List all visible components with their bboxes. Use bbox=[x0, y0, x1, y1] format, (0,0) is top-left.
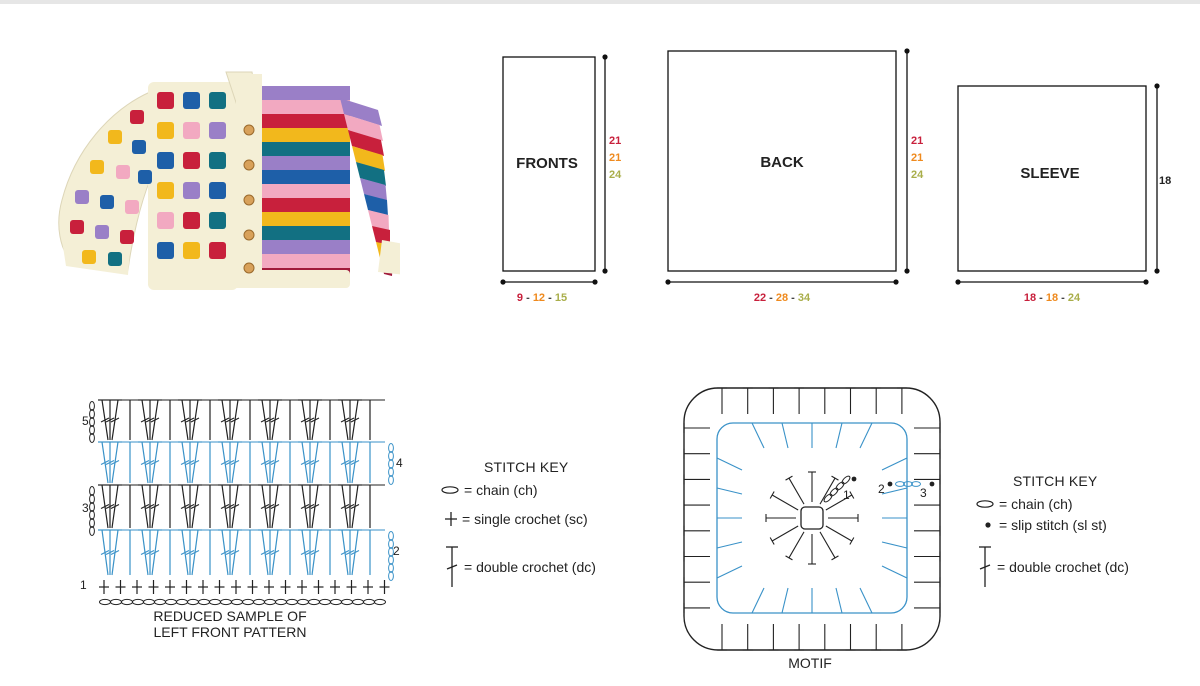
sleeve-height: 18 bbox=[1159, 175, 1171, 187]
fronts-label: FRONTS bbox=[516, 155, 578, 172]
svg-text:21: 21 bbox=[911, 152, 923, 164]
fronts-height-sizes: 21 21 24 bbox=[609, 135, 622, 181]
garment-schematics: FRONTS BACK SLEEVE 18 21 21 24 21 21 24 … bbox=[500, 48, 1171, 304]
svg-text:21: 21 bbox=[609, 135, 621, 147]
sleeve-panel bbox=[957, 85, 1147, 272]
chain-symbol-icon bbox=[441, 486, 459, 494]
right-key-slip-stitch: = slip stitch (sl st) bbox=[981, 517, 1107, 533]
motif-chart: 1 2 3 bbox=[683, 387, 941, 651]
left-stitch-key-title: STITCH KEY bbox=[484, 459, 569, 475]
double-crochet-symbol-icon bbox=[979, 546, 991, 587]
left-key-chain: = chain (ch) bbox=[440, 482, 538, 498]
chain-symbol-icon bbox=[976, 500, 994, 508]
single-crochet-symbol-icon bbox=[445, 512, 457, 526]
motif-caption: MOTIF bbox=[788, 655, 832, 671]
top-divider bbox=[0, 0, 1200, 4]
row-number-4: 4 bbox=[396, 456, 403, 470]
left-key-double-crochet: = double crochet (dc) bbox=[444, 545, 596, 589]
left-front-stitch-chart: 5 4 3 2 1 bbox=[80, 399, 403, 606]
back-panel bbox=[667, 50, 897, 272]
svg-text:24: 24 bbox=[911, 169, 924, 181]
sleeve-label: SLEEVE bbox=[1020, 165, 1079, 182]
row-number-2: 2 bbox=[393, 544, 400, 558]
right-key-double-crochet: = double crochet (dc) bbox=[977, 545, 1129, 589]
right-stitch-key-title: STITCH KEY bbox=[1013, 473, 1098, 489]
round-number-3: 3 bbox=[920, 486, 927, 500]
sleeve-width-sizes: 18 - 18 - 24 bbox=[1024, 292, 1081, 304]
back-height-sizes: 21 21 24 bbox=[911, 135, 924, 181]
fronts-panel bbox=[502, 56, 596, 272]
left-key-single-crochet: = single crochet (sc) bbox=[444, 511, 588, 527]
left-chart-caption: REDUCED SAMPLE OF LEFT FRONT PATTERN bbox=[153, 608, 307, 640]
round-number-2: 2 bbox=[878, 482, 885, 496]
svg-text:24: 24 bbox=[609, 169, 622, 181]
cardigan-photo bbox=[58, 71, 400, 290]
svg-text:21: 21 bbox=[911, 135, 923, 147]
back-width-sizes: 22 - 28 - 34 bbox=[754, 292, 811, 304]
row-number-3: 3 bbox=[82, 501, 89, 515]
svg-text:21: 21 bbox=[609, 152, 621, 164]
back-label: BACK bbox=[760, 154, 803, 171]
right-key-chain: = chain (ch) bbox=[975, 496, 1073, 512]
slip-stitch-symbol-icon bbox=[985, 522, 991, 528]
row-number-5: 5 bbox=[82, 414, 89, 428]
double-crochet-symbol-icon bbox=[446, 546, 458, 587]
round-number-1: 1 bbox=[843, 488, 850, 502]
fronts-width-sizes: 9 - 12 - 15 bbox=[517, 292, 567, 304]
row-number-1: 1 bbox=[80, 578, 87, 592]
